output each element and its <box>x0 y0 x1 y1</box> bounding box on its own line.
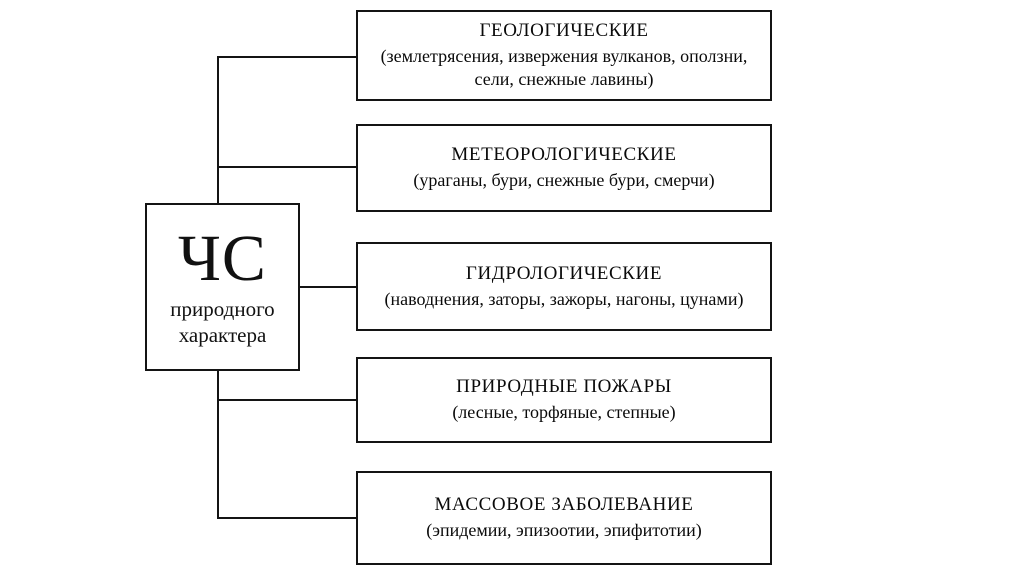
root-sub-line1: природного <box>170 296 275 321</box>
category-subtitle: (землетрясения, извержения вулканов, опо… <box>380 45 748 90</box>
connector-branch-meteorological <box>217 166 356 168</box>
category-box-mass-disease: МАССОВОЕ ЗАБОЛЕВАНИЕ (эпидемии, эпизооти… <box>356 471 772 565</box>
category-subtitle: (наводнения, заторы, зажоры, нагоны, цун… <box>384 288 744 309</box>
root-sub-line2: характера <box>178 323 267 347</box>
root-abbr-label: ЧС <box>178 221 267 295</box>
category-subtitle: (ураганы, бури, снежные бури, смерчи) <box>413 170 715 191</box>
category-subtitle: (эпидемии, эпизоотии, эпифитотии) <box>426 520 702 541</box>
connector-branch-geological <box>217 56 356 58</box>
connector-branch-disease <box>217 517 356 519</box>
category-subtitle: (лесные, торфяные, степные) <box>452 402 676 423</box>
category-title: МЕТЕОРОЛОГИЧЕСКИЕ <box>451 144 677 166</box>
root-box-emergency: ЧС природного характера <box>145 203 300 371</box>
category-box-meteorological: МЕТЕОРОЛОГИЧЕСКИЕ (ураганы, бури, снежны… <box>356 124 772 212</box>
category-box-wildfires: ПРИРОДНЫЕ ПОЖАРЫ (лесные, торфяные, степ… <box>356 357 772 443</box>
category-title: ГИДРОЛОГИЧЕСКИЕ <box>465 262 663 284</box>
category-title: МАССОВОЕ ЗАБОЛЕВАНИЕ <box>434 494 694 516</box>
category-title: ПРИРОДНЫЕ ПОЖАРЫ <box>456 376 672 398</box>
category-box-hydrological: ГИДРОЛОГИЧЕСКИЕ (наводнения, заторы, заж… <box>356 242 772 331</box>
connector-branch-wildfires <box>217 399 356 401</box>
category-box-geological: ГЕОЛОГИЧЕСКИЕ (землетрясения, извержения… <box>356 10 772 101</box>
category-title: ГЕОЛОГИЧЕСКИЕ <box>479 20 649 42</box>
connector-trunk-top <box>217 56 219 205</box>
connector-branch-hydrological <box>298 286 356 288</box>
connector-trunk-bottom <box>217 369 219 519</box>
